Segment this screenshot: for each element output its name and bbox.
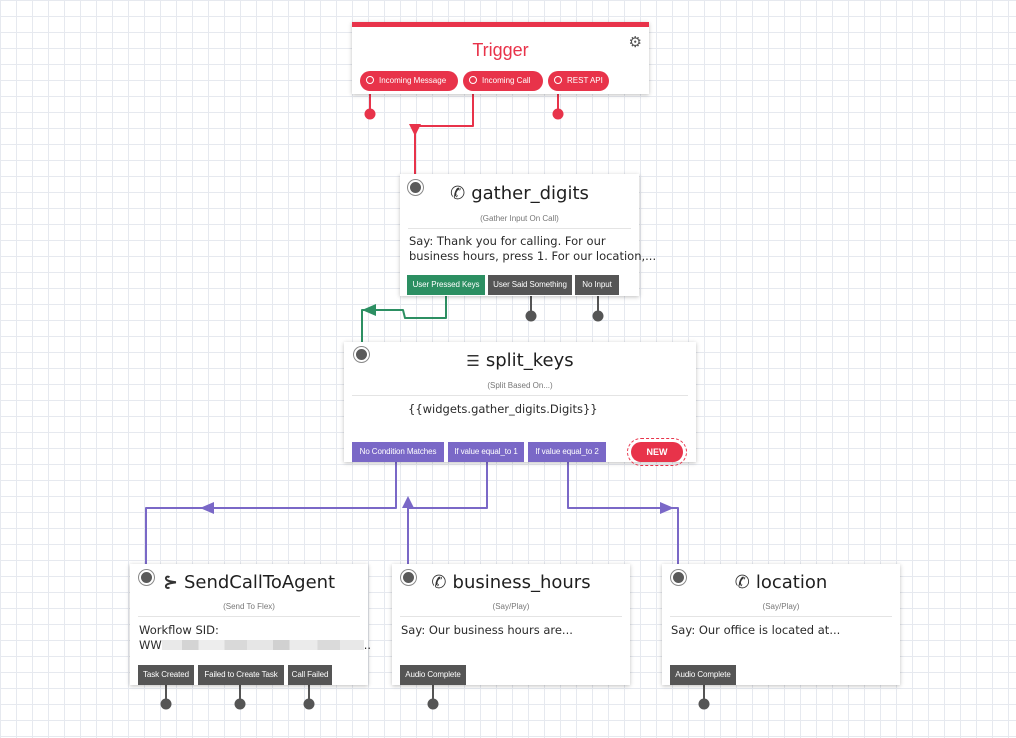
arrow-into-gather	[409, 124, 421, 136]
widget-title: ✆gather_digits	[450, 183, 589, 204]
arrow-no-condition	[200, 502, 214, 514]
port-ring-icon	[366, 76, 374, 84]
wire-equal-2	[567, 462, 679, 572]
widget-subtitle: (Split Based On...)	[487, 381, 553, 390]
arrow-equal-1	[402, 496, 414, 508]
phone-icon: ✆	[450, 183, 466, 204]
input-dot[interactable]	[354, 347, 369, 362]
port-audio-complete[interactable]: Audio Complete	[400, 665, 466, 685]
trigger-port-incoming-call[interactable]: Incoming Call	[463, 71, 543, 91]
wire-incoming-call	[414, 86, 474, 188]
redacted-sid	[161, 640, 364, 650]
port-no-condition-matches[interactable]: No Condition Matches	[352, 442, 444, 462]
business-hours-widget[interactable]: ✆business_hours (Say/Play) Say: Our busi…	[392, 564, 630, 685]
widget-title: ☰split_keys	[466, 350, 574, 371]
trigger-widget[interactable]: Trigger ⚙ Incoming Message Incoming Call…	[352, 22, 649, 94]
arrow-equal-2	[660, 502, 674, 514]
wire-equal-1	[407, 462, 488, 574]
widget-title: ⊱SendCallToAgent	[162, 572, 336, 593]
widget-body: Say: Our business hours are...	[401, 623, 573, 637]
widget-body: Workflow SID: WW..	[139, 623, 372, 652]
port-user-pressed-keys[interactable]: User Pressed Keys	[407, 275, 485, 295]
split-keys-widget[interactable]: ☰split_keys (Split Based On...) {{widget…	[344, 342, 696, 462]
port-failed-to-create-task[interactable]: Failed to Create Task	[198, 665, 284, 685]
flex-icon: ⊱	[162, 572, 178, 593]
wire-no-condition	[145, 462, 397, 572]
port-task-created[interactable]: Task Created	[138, 665, 194, 685]
phone-icon: ✆	[431, 572, 447, 593]
input-dot[interactable]	[671, 570, 686, 585]
arrow-into-split	[362, 304, 376, 316]
port-equal-to-1[interactable]: If value equal_to 1	[448, 442, 524, 462]
widget-title: ✆business_hours	[431, 572, 591, 593]
input-dot[interactable]	[408, 180, 423, 195]
widget-title: ✆location	[734, 572, 828, 593]
widget-subtitle: (Send To Flex)	[223, 602, 275, 611]
widget-body: Say: Our office is located at...	[671, 623, 841, 637]
widget-body: {{widgets.gather_digits.Digits}}	[408, 402, 598, 416]
trigger-port-incoming-message[interactable]: Incoming Message	[360, 71, 458, 91]
input-dot[interactable]	[139, 570, 154, 585]
gears-icon[interactable]: ⚙	[628, 34, 642, 51]
gather-digits-widget[interactable]: ✆gather_digits (Gather Input On Call) Sa…	[400, 174, 657, 296]
trigger-port-rest-api[interactable]: REST API	[548, 71, 609, 91]
port-call-failed[interactable]: Call Failed	[288, 665, 332, 685]
port-ring-icon	[554, 76, 562, 84]
split-icon: ☰	[466, 352, 480, 370]
port-audio-complete[interactable]: Audio Complete	[670, 665, 736, 685]
location-widget[interactable]: ✆location (Say/Play) Say: Our office is …	[662, 564, 900, 685]
port-user-said-something[interactable]: User Said Something	[488, 275, 572, 295]
trigger-title: Trigger	[472, 40, 529, 60]
new-transition-button[interactable]: NEW	[627, 438, 687, 466]
input-dot[interactable]	[401, 570, 416, 585]
widget-subtitle: (Gather Input On Call)	[480, 214, 559, 223]
send-call-to-agent-widget[interactable]: ⊱SendCallToAgent (Send To Flex) Workflow…	[130, 564, 372, 685]
widget-subtitle: (Say/Play)	[762, 602, 800, 611]
widget-subtitle: (Say/Play)	[492, 602, 530, 611]
port-ring-icon	[469, 76, 477, 84]
port-equal-to-2[interactable]: If value equal_to 2	[528, 442, 606, 462]
phone-icon: ✆	[734, 572, 750, 593]
port-no-input[interactable]: No Input	[575, 275, 619, 295]
